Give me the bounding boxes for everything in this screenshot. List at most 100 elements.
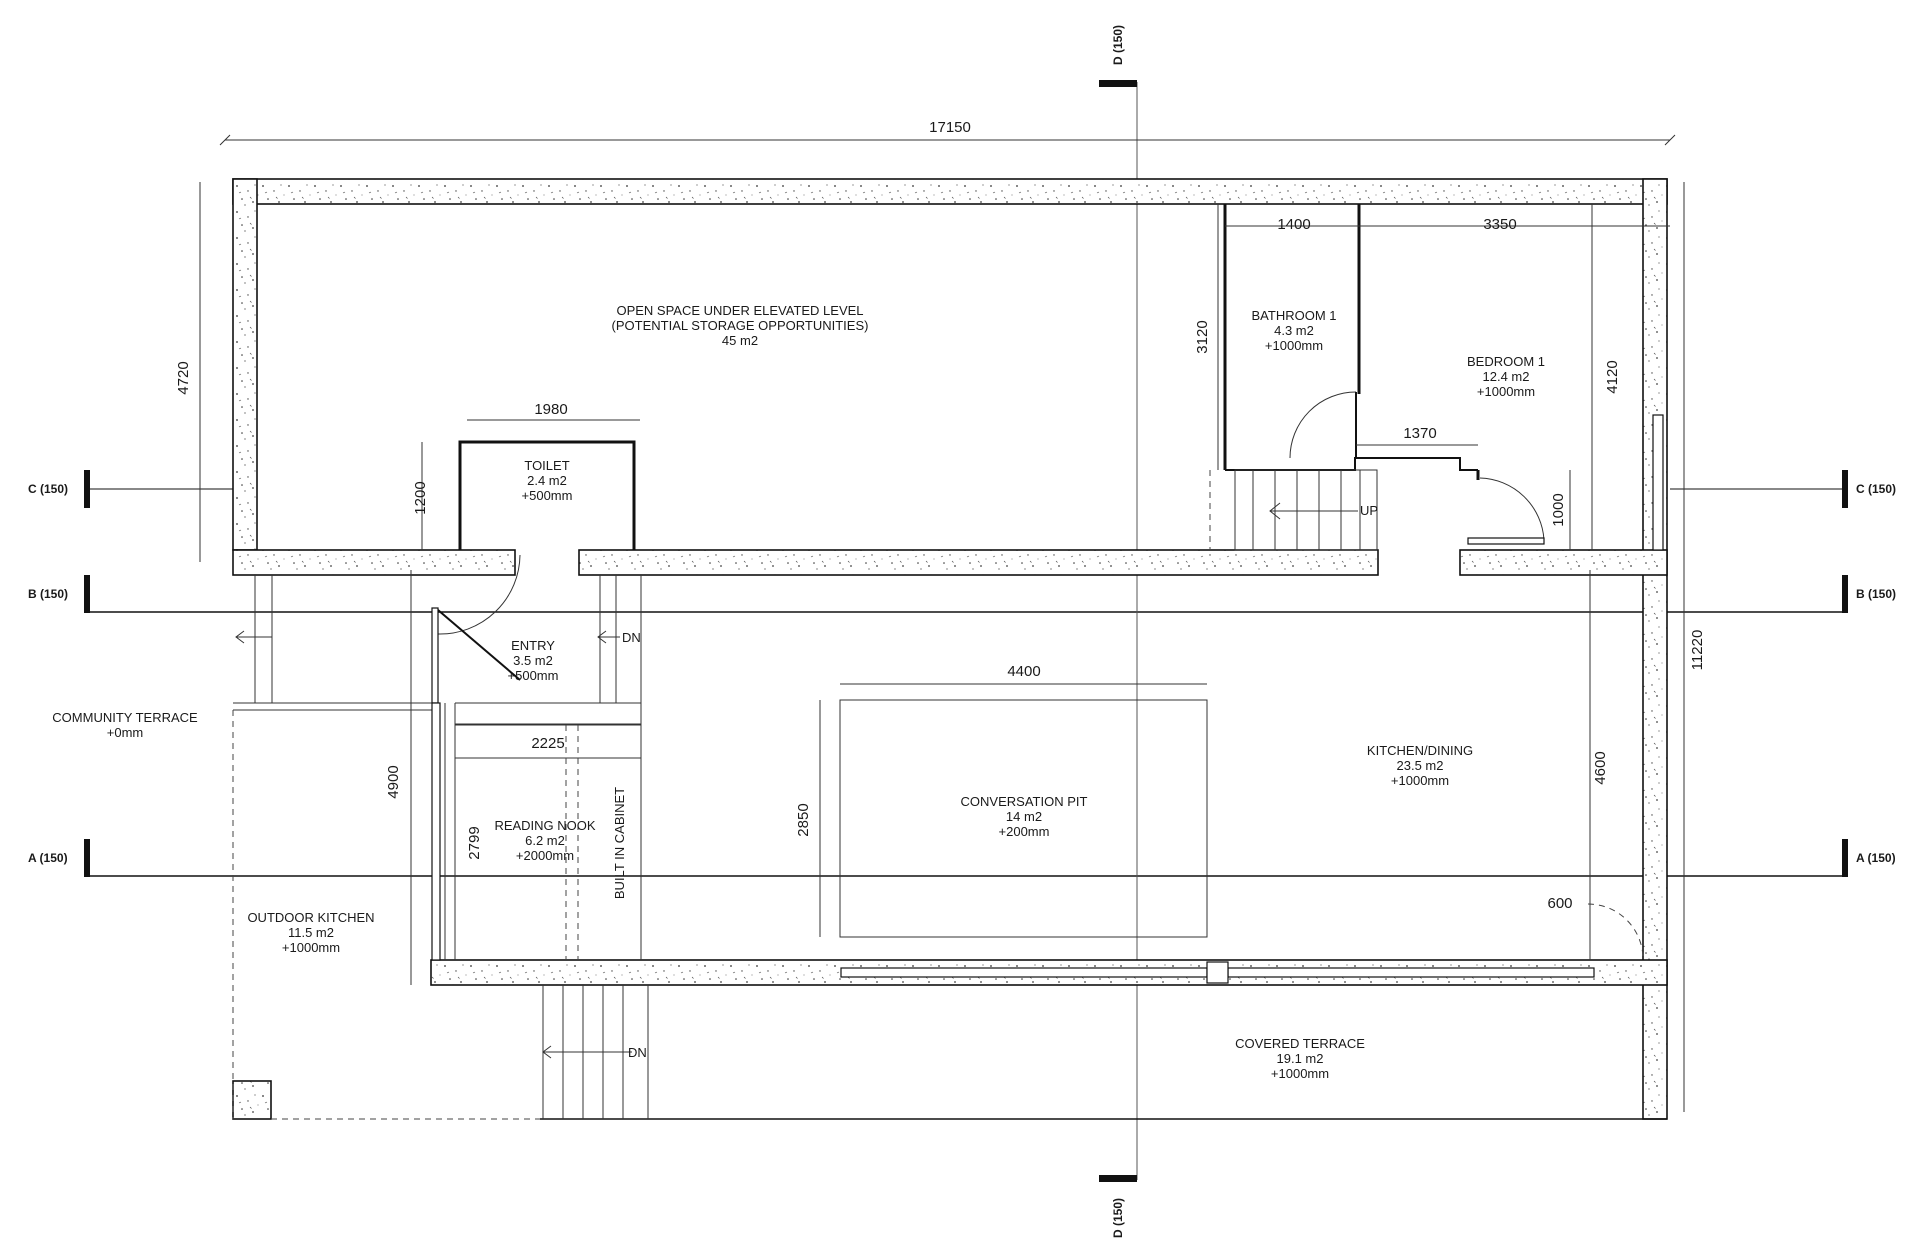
- dim-overall-width: 17150: [929, 119, 971, 136]
- svg-text:OUTDOOR KITCHEN: OUTDOOR KITCHEN: [247, 910, 374, 925]
- svg-text:+0mm: +0mm: [107, 725, 143, 740]
- dim-bathroom-height: 3120: [1194, 320, 1211, 353]
- dimension-lines: [199, 134, 1685, 1112]
- grid-marker-bar-c-right: [1842, 470, 1848, 508]
- south-dn-label: DN: [628, 1045, 647, 1060]
- room-entry: ENTRY 3.5 m2 +500mm: [508, 638, 559, 683]
- grid-label-c-right: C (150): [1856, 482, 1896, 496]
- entry-dn-label: DN: [622, 630, 641, 645]
- south-window: [840, 961, 1595, 984]
- grid-label-d-top: D (150): [1111, 25, 1125, 65]
- room-labels: OPEN SPACE UNDER ELEVATED LEVEL (POTENTI…: [52, 303, 1545, 1081]
- svg-text:2.4 m2: 2.4 m2: [527, 473, 567, 488]
- dim-bedroom-height: 4120: [1604, 360, 1621, 393]
- grid-marker-bar-a-right: [1842, 839, 1848, 877]
- svg-text:23.5 m2: 23.5 m2: [1397, 758, 1444, 773]
- grid-marker-labels: C (150) B (150) A (150) C (150) B (150) …: [28, 25, 1896, 1238]
- wall-south-upper-a: [232, 549, 516, 576]
- svg-text:19.1 m2: 19.1 m2: [1277, 1051, 1324, 1066]
- bathroom-door-swing: [1289, 391, 1357, 459]
- wall-south-upper-b: [578, 549, 1379, 576]
- room-reading-nook: READING NOOK 6.2 m2 +2000mm: [494, 818, 595, 863]
- grid-lines: [84, 80, 1848, 1182]
- entry-door-swing: [437, 554, 521, 635]
- wall-pillar: [232, 1080, 272, 1120]
- svg-text:CONVERSATION PIT: CONVERSATION PIT: [961, 794, 1088, 809]
- conversation-pit-outline: [839, 699, 1208, 938]
- svg-text:14 m2: 14 m2: [1006, 809, 1042, 824]
- bathroom-bedroom-floor: [1225, 457, 1478, 471]
- entry-door-leaf: [437, 609, 521, 681]
- wall-north: [232, 178, 1668, 205]
- svg-text:+1000mm: +1000mm: [1391, 773, 1449, 788]
- dim-pit-width: 4400: [1007, 663, 1040, 680]
- svg-text:BEDROOM 1: BEDROOM 1: [1467, 354, 1545, 369]
- partitions: [232, 204, 1667, 1120]
- svg-text:COVERED TERRACE: COVERED TERRACE: [1235, 1036, 1365, 1051]
- room-covered-terrace: COVERED TERRACE 19.1 m2 +1000mm: [1235, 1036, 1365, 1081]
- svg-text:+2000mm: +2000mm: [516, 848, 574, 863]
- svg-text:KITCHEN/DINING: KITCHEN/DINING: [1367, 743, 1473, 758]
- room-outdoor-kitchen: OUTDOOR KITCHEN 11.5 m2 +1000mm: [247, 910, 374, 955]
- dim-pit-height: 2850: [795, 803, 812, 836]
- svg-text:+500mm: +500mm: [522, 488, 573, 503]
- svg-text:READING NOOK: READING NOOK: [494, 818, 595, 833]
- annotations: UP DN DN: [622, 503, 1378, 1060]
- toilet-walls: [458, 440, 636, 550]
- dimension-labels: 17150 11220 4720 1400 3350 3120 4120 198…: [175, 119, 1706, 912]
- reading-nook-window: [431, 702, 441, 961]
- room-kitchen-dining: KITCHEN/DINING 23.5 m2 +1000mm: [1367, 743, 1473, 788]
- grid-label-d-bottom: D (150): [1111, 1198, 1125, 1238]
- svg-text:TOILET: TOILET: [524, 458, 569, 473]
- dim-door-1000: 1000: [1550, 493, 1567, 526]
- dim-toilet-height: 1200: [412, 481, 429, 514]
- walls: [232, 178, 1668, 1120]
- grid-marker-bar-a-left: [84, 839, 90, 877]
- dim-upper-height: 4720: [175, 361, 192, 394]
- dim-entry-height: 4900: [385, 765, 402, 798]
- svg-text:4.3 m2: 4.3 m2: [1274, 323, 1314, 338]
- svg-text:COMMUNITY TERRACE: COMMUNITY TERRACE: [52, 710, 198, 725]
- entry-window: [431, 607, 439, 704]
- svg-text:+1000mm: +1000mm: [1477, 384, 1535, 399]
- cabinet-hidden: [565, 725, 579, 960]
- room-conversation-pit: CONVERSATION PIT 14 m2 +200mm: [961, 794, 1088, 839]
- svg-text:+1000mm: +1000mm: [1271, 1066, 1329, 1081]
- dim-overall-height: 11220: [1689, 630, 1706, 671]
- dim-nook-height: 2799: [466, 826, 483, 859]
- grid-label-a-left: A (150): [28, 851, 68, 865]
- room-community-terrace: COMMUNITY TERRACE +0mm: [52, 710, 198, 740]
- svg-text:+1000mm: +1000mm: [1265, 338, 1323, 353]
- dim-bathroom-width: 1400: [1277, 216, 1310, 233]
- svg-text:BATHROOM 1: BATHROOM 1: [1252, 308, 1337, 323]
- svg-text:(POTENTIAL STORAGE OPPORTUNITI: (POTENTIAL STORAGE OPPORTUNITIES): [612, 318, 869, 333]
- svg-text:3.5 m2: 3.5 m2: [513, 653, 553, 668]
- room-bathroom: BATHROOM 1 4.3 m2 +1000mm: [1252, 308, 1337, 353]
- wall-south-upper-c: [1459, 549, 1668, 576]
- dim-bedroom-width: 3350: [1483, 216, 1516, 233]
- svg-text:11.5 m2: 11.5 m2: [288, 925, 334, 940]
- svg-text:OPEN SPACE UNDER ELEVATED LEVE: OPEN SPACE UNDER ELEVATED LEVEL: [616, 303, 863, 318]
- dim-nook-width: 2225: [531, 735, 564, 752]
- dim-kitchen-height: 4600: [1592, 751, 1609, 784]
- dim-stair-width: 1370: [1403, 425, 1436, 442]
- entry-steps: [233, 575, 432, 711]
- bedroom-door-swing: [1479, 477, 1545, 541]
- bedroom-east-window: [1652, 414, 1664, 551]
- grid-label-b-left: B (150): [28, 587, 68, 601]
- grid-marker-bar-d-top: [1099, 80, 1137, 87]
- kitchen-corner-swing: [1587, 903, 1644, 960]
- svg-text:6.2 m2: 6.2 m2: [525, 833, 565, 848]
- svg-text:ENTRY: ENTRY: [511, 638, 555, 653]
- svg-text:+500mm: +500mm: [508, 668, 559, 683]
- svg-text:+200mm: +200mm: [999, 824, 1050, 839]
- bedroom-door-leaf: [1467, 537, 1545, 545]
- stair-up-label: UP: [1360, 503, 1378, 518]
- built-in-cabinet-label: BUILT IN CABINET: [612, 787, 627, 899]
- room-bedroom: BEDROOM 1 12.4 m2 +1000mm: [1467, 354, 1545, 399]
- grid-label-a-right: A (150): [1856, 851, 1896, 865]
- dim-clearance-600: 600: [1547, 895, 1572, 912]
- grid-label-c-left: C (150): [28, 482, 68, 496]
- svg-text:+1000mm: +1000mm: [282, 940, 340, 955]
- grid-label-b-right: B (150): [1856, 587, 1896, 601]
